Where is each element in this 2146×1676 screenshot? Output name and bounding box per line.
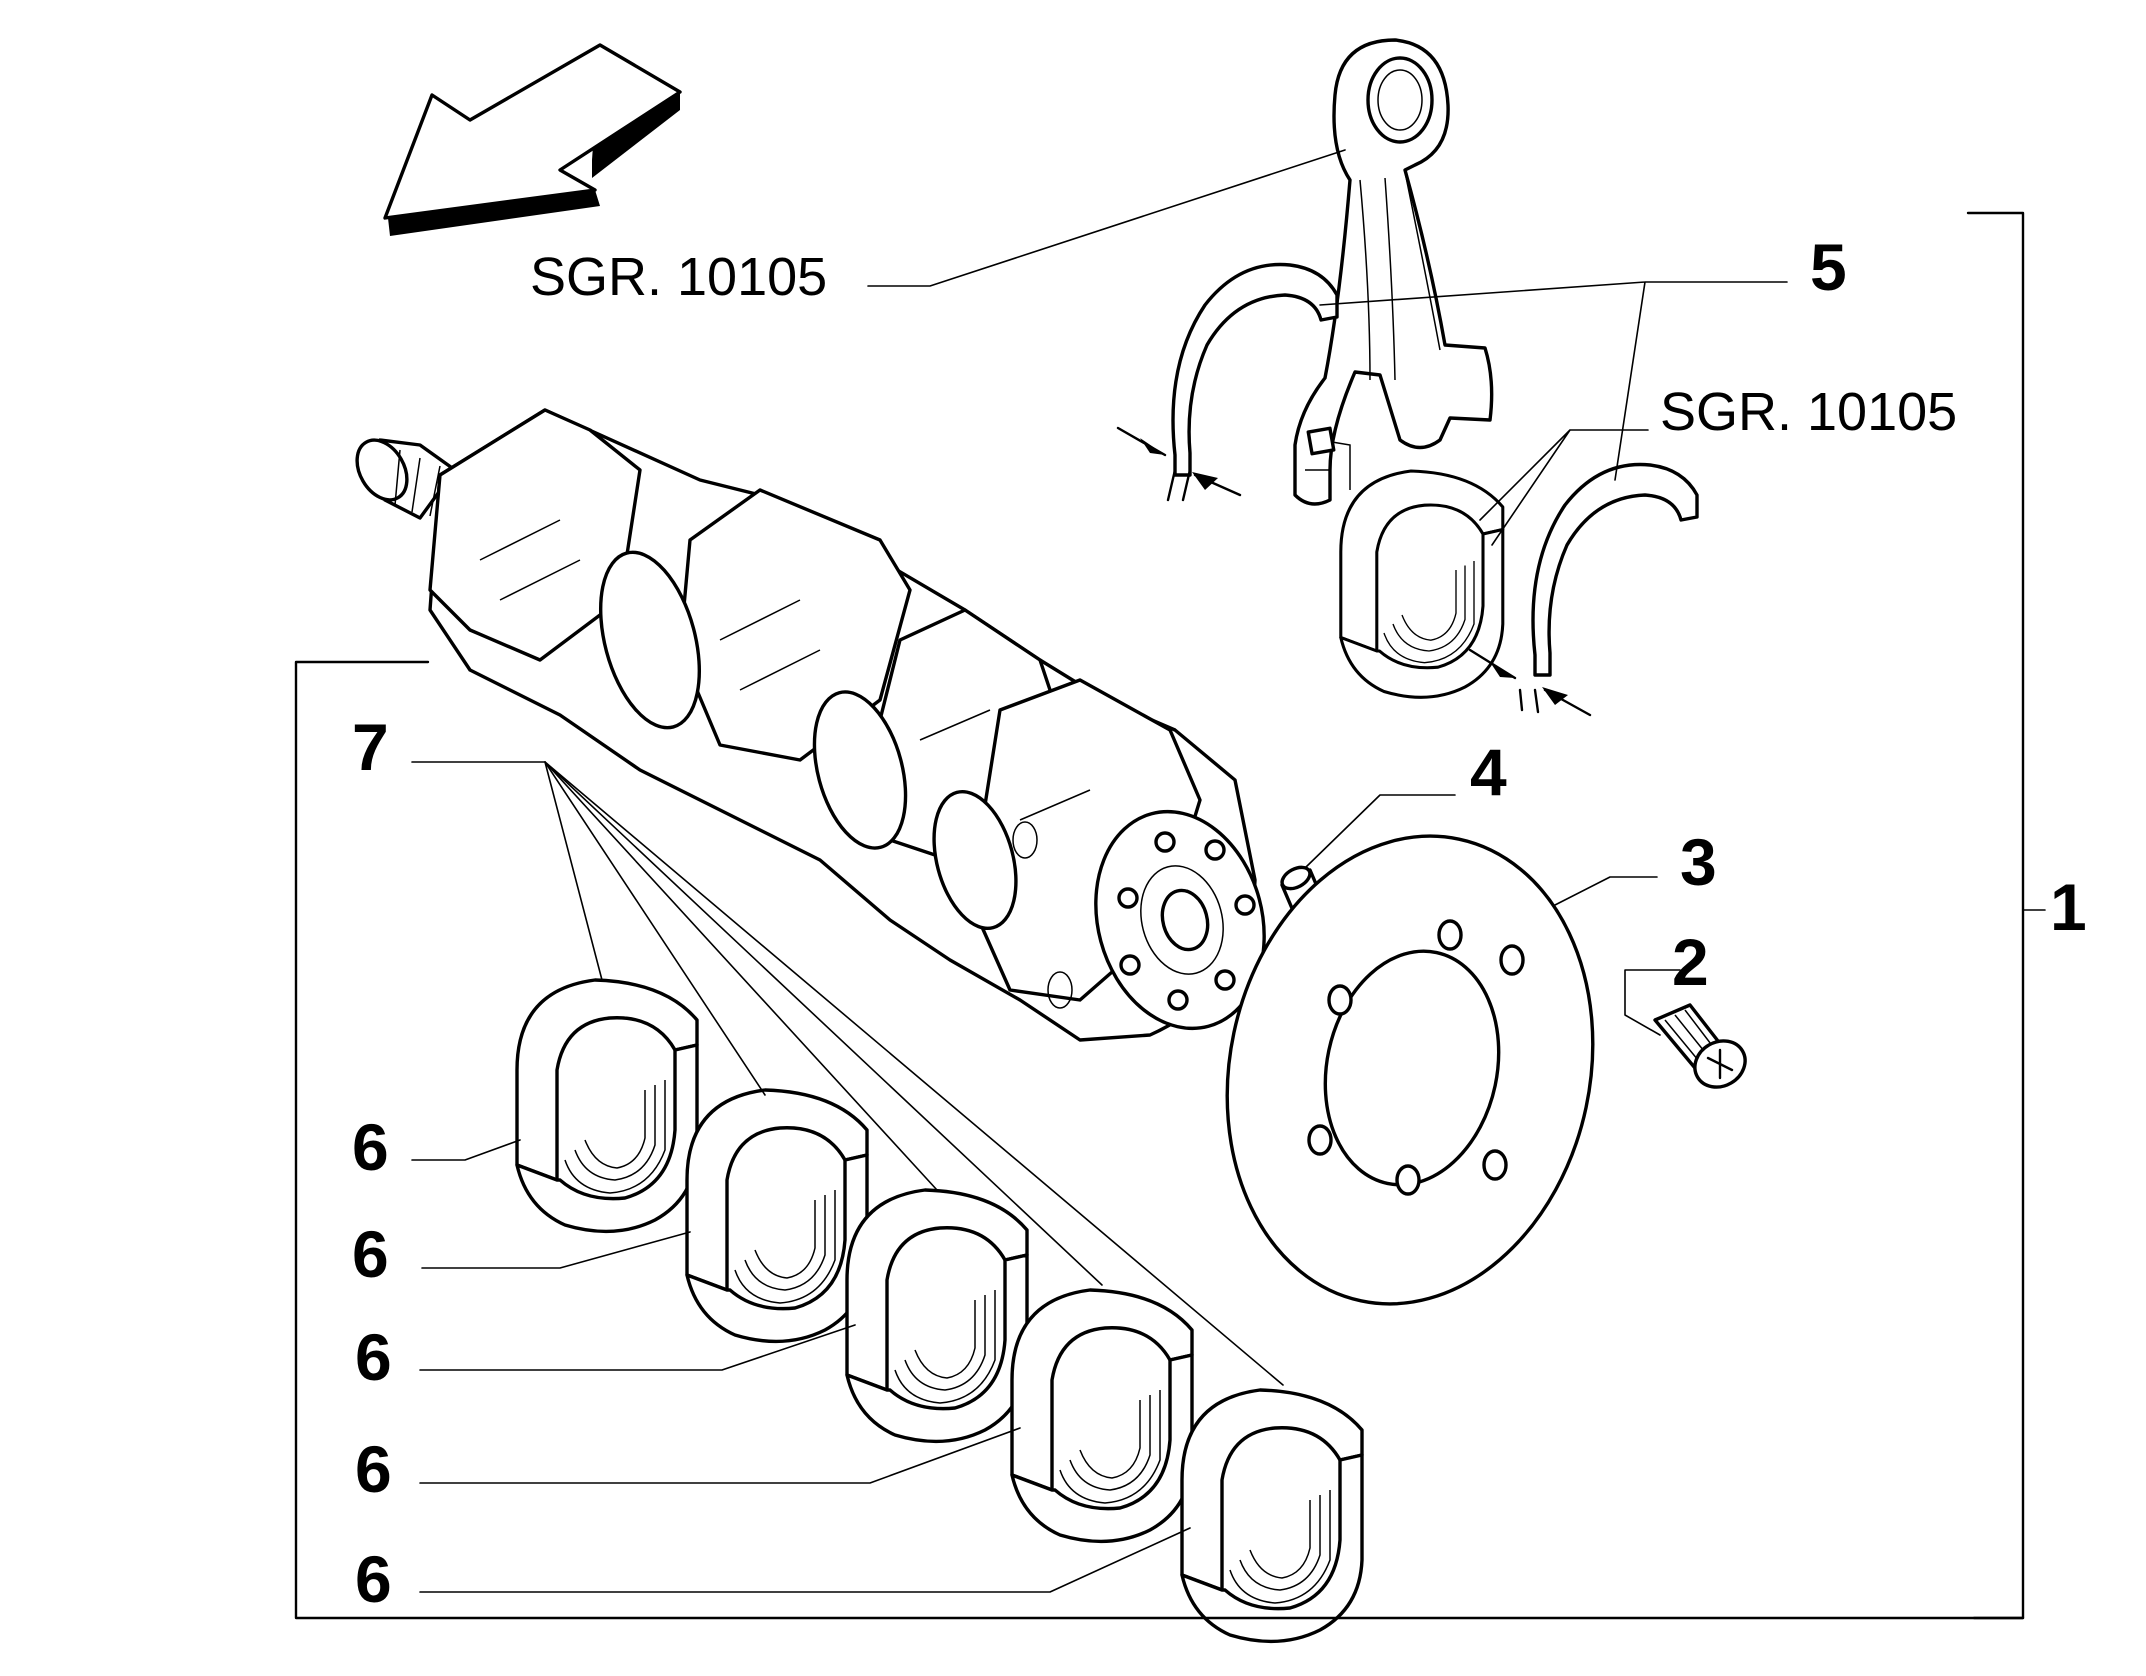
rod-bearing-shell — [1339, 469, 1505, 699]
main-bearing-shell-5 — [1180, 1388, 1364, 1644]
callout-4: 4 — [1470, 735, 1507, 809]
main-bearing-shell-3 — [845, 1188, 1029, 1444]
main-bearing-shell-4 — [1010, 1288, 1194, 1544]
direction-arrow-icon — [383, 43, 682, 236]
callout-6: 6 — [355, 1542, 392, 1616]
callout-7: 7 — [352, 710, 389, 784]
callout-1: 1 — [2050, 870, 2087, 944]
group-bracket-left — [294, 660, 2025, 1620]
callout-5: 5 — [1810, 230, 1847, 304]
callout-6: 6 — [355, 1320, 392, 1394]
sgr-reference-label: SGR. 10105 — [1660, 382, 1957, 442]
connecting-rod — [1293, 38, 1494, 506]
thickness-dimension-lower — [1468, 648, 1592, 717]
callout-2: 2 — [1672, 925, 1709, 999]
screw — [1653, 1003, 1747, 1089]
callout-6: 6 — [352, 1217, 389, 1291]
callout-3: 3 — [1680, 825, 1717, 899]
main-bearing-shell-1 — [515, 978, 699, 1234]
crankshaft — [355, 408, 1266, 1042]
main-bearing-shell-2 — [685, 1088, 869, 1344]
group-bracket-right — [1966, 211, 2025, 1620]
thrust-washer-lower — [1531, 462, 1699, 677]
callout-6: 6 — [355, 1432, 392, 1506]
timing-gear — [1225, 834, 1595, 1306]
callout-6: 6 — [352, 1110, 389, 1184]
sgr-reference-label: SGR. 10105 — [530, 247, 827, 307]
thickness-dimension-upper — [1116, 426, 1242, 502]
leader-lines — [411, 149, 2046, 1593]
